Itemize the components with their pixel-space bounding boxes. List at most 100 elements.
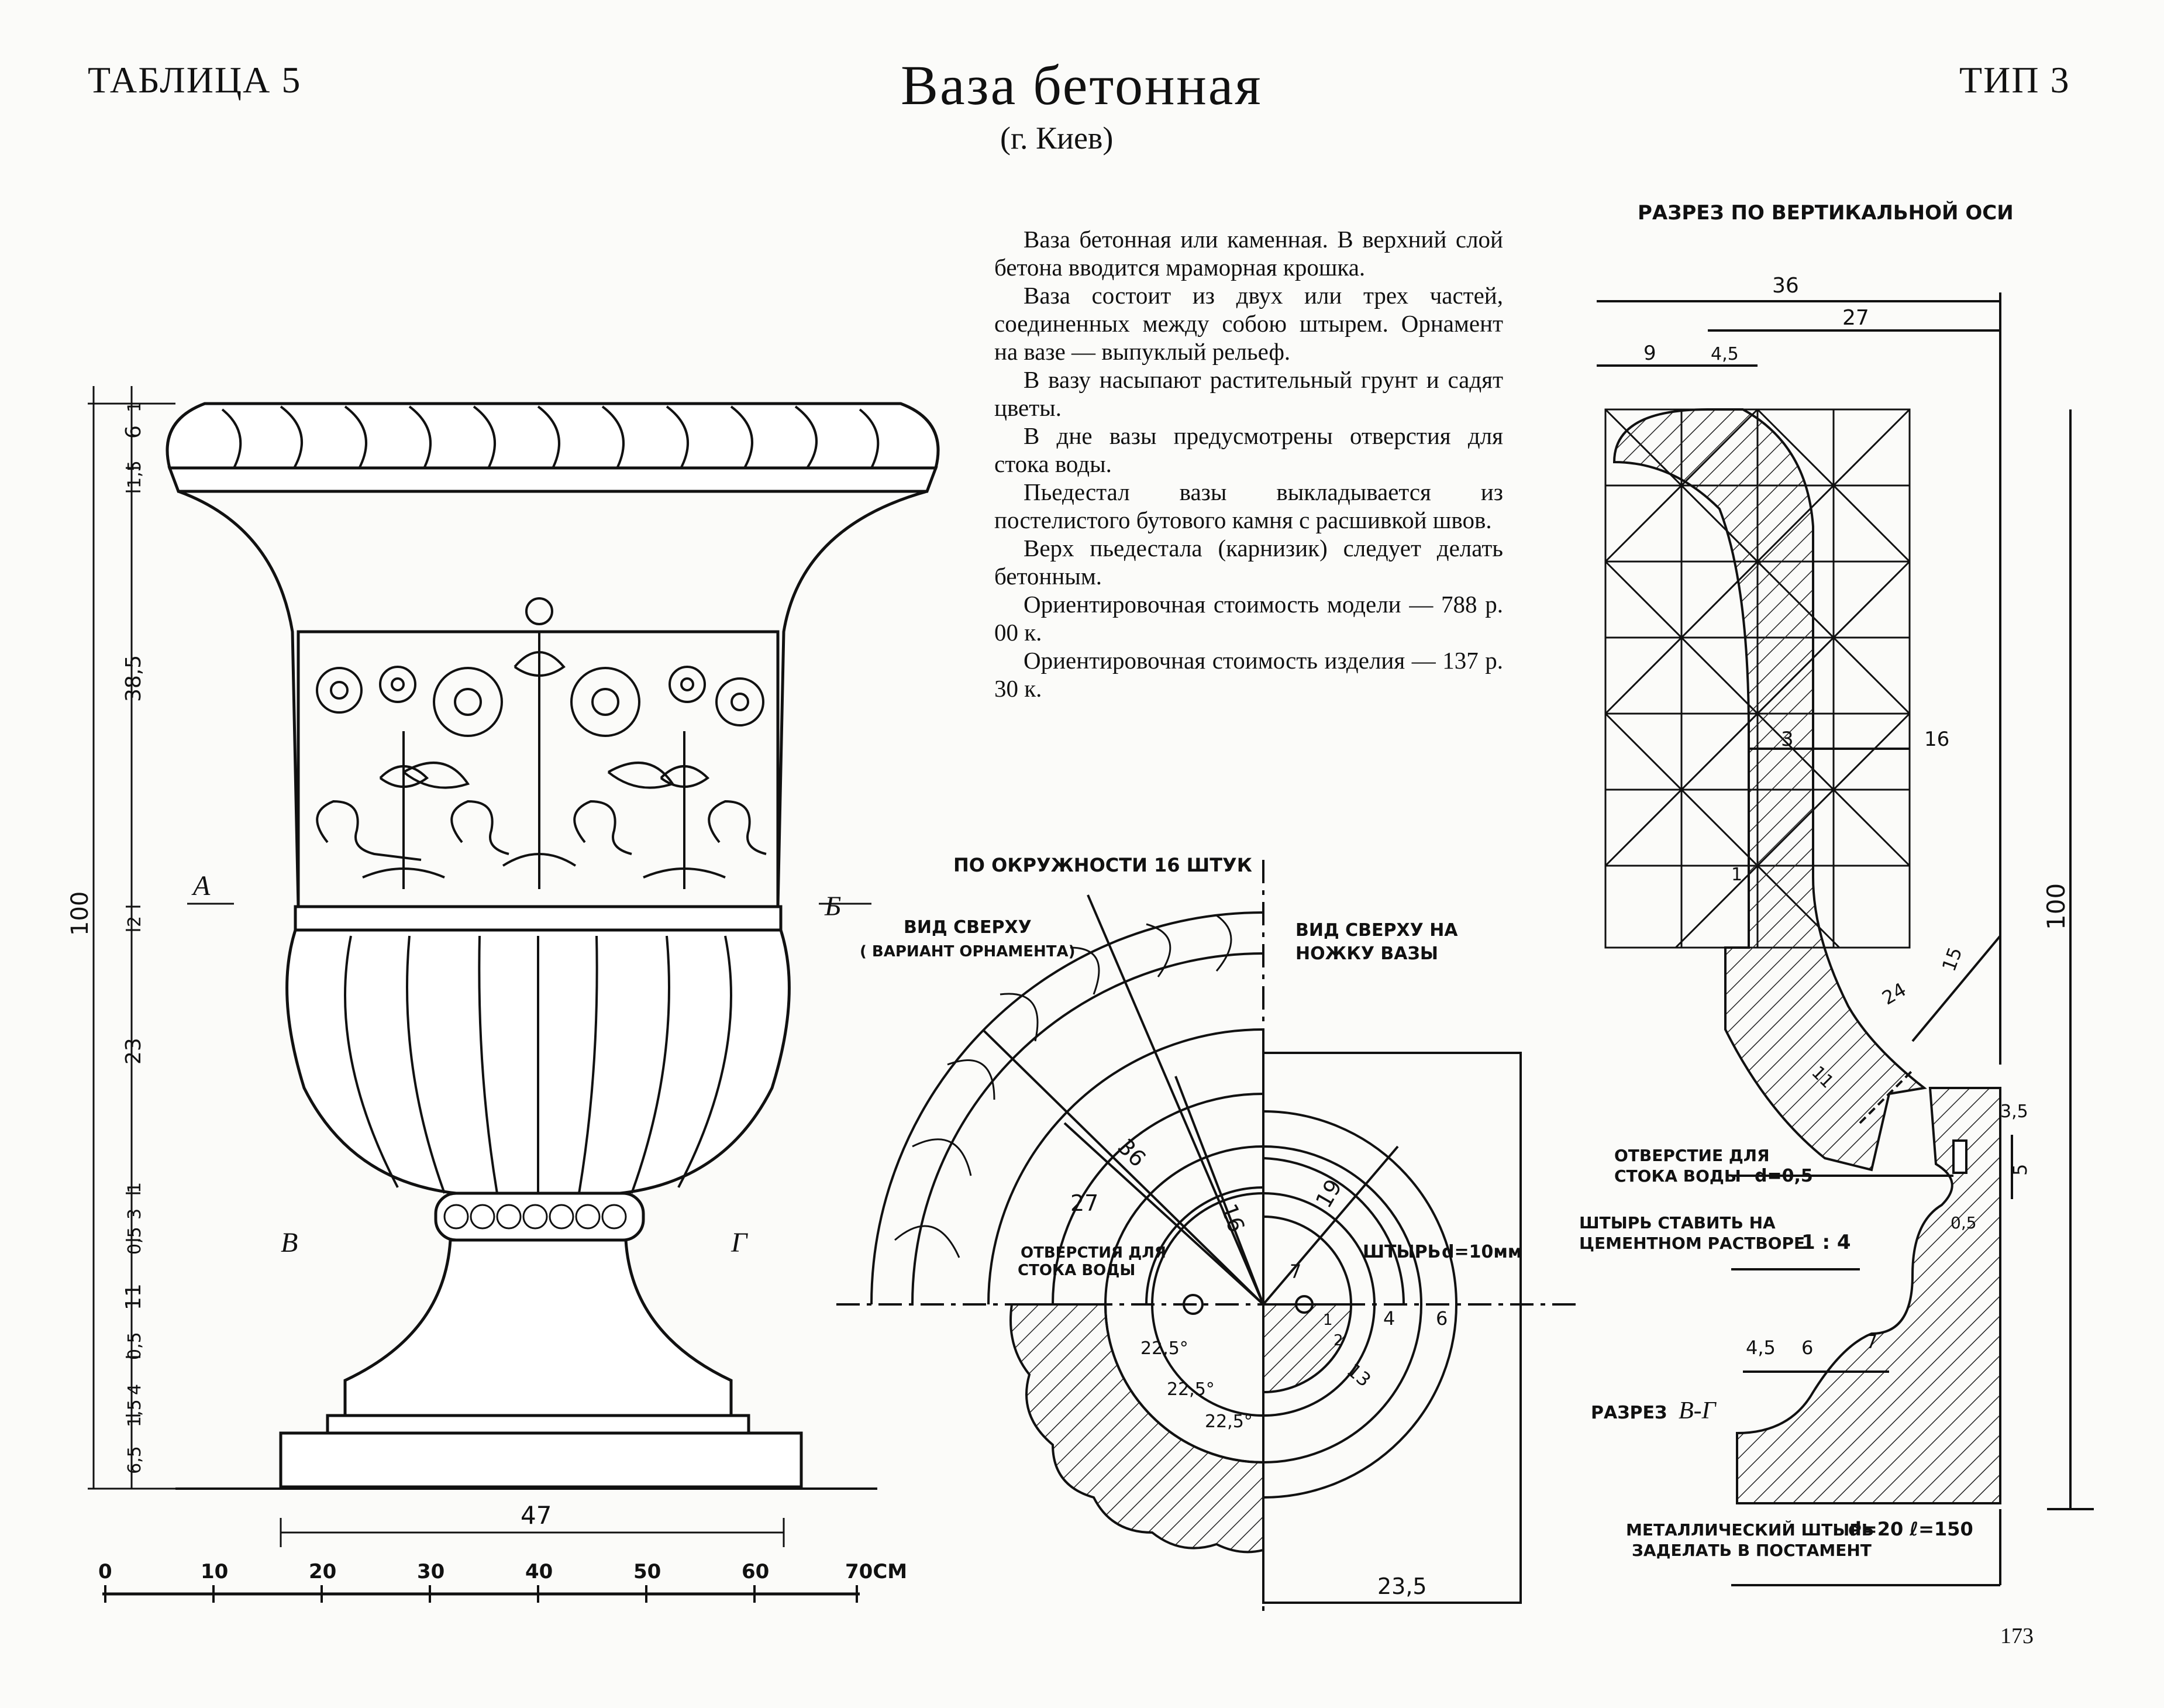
- plan-label-foot-view-1: ВИД СВЕРХУ НА: [1295, 920, 1458, 941]
- plan-dim-6: 6: [1436, 1307, 1448, 1330]
- section-dim-36: 36: [1772, 274, 1799, 298]
- plan-dim-4: 4: [1383, 1307, 1395, 1330]
- dim-6-5: 6,5: [125, 1446, 145, 1474]
- section-pin: [1952, 1139, 1967, 1174]
- plan-angle-2: 22,5°: [1167, 1379, 1215, 1400]
- scale-bar: 0 10 20 30 40 50 60 70СМ: [98, 1560, 907, 1603]
- section-label-cut-mark: В-Г: [1679, 1397, 1717, 1424]
- plan-label-drain-1: ОТВЕРСТИЯ ДЛЯ: [1021, 1244, 1166, 1262]
- pedestal-dim-7: 7: [1866, 1331, 1877, 1353]
- plan-dim-1: 1: [1323, 1311, 1333, 1329]
- pedestal-dim-6: 6: [1801, 1337, 1813, 1359]
- plan-dim-7: 7: [1290, 1261, 1301, 1283]
- scale-tick-10: 10: [201, 1560, 228, 1583]
- section-dim-16: 16: [1924, 728, 1949, 751]
- dim-2: 2: [125, 916, 145, 927]
- dim-38-5: 38,5: [122, 655, 146, 702]
- section-label-drain-d: d=0,5: [1755, 1166, 1813, 1186]
- plan-label-foot-view-2: НОЖКУ ВАЗЫ: [1295, 943, 1438, 964]
- scale-tick-60: 60: [742, 1560, 769, 1583]
- page-subtitle: (г. Киев): [1000, 120, 1114, 156]
- description-paragraph: Ваза состоит из двух или трех частей, со…: [994, 282, 1503, 365]
- vase-bowl-flare: [178, 490, 928, 908]
- scale-tick-20: 20: [309, 1560, 336, 1583]
- section-dim-0-5: 0,5: [1951, 1213, 1977, 1232]
- bead-ring: [434, 1192, 645, 1242]
- dim-0-5: 0,5: [125, 1227, 145, 1255]
- description-text: Ваза бетонная или каменная. В верхний сл…: [994, 225, 1503, 703]
- pedestal-dim-4-5: 4,5: [1746, 1337, 1776, 1359]
- page-title: Ваза бетонная: [901, 54, 1263, 116]
- plan-angle-3: 22,5°: [1205, 1411, 1253, 1432]
- dim-11: 11: [122, 1283, 146, 1310]
- beads: [443, 1204, 627, 1230]
- section-label-drain-1: ОТВЕРСТИЕ ДЛЯ: [1614, 1146, 1770, 1165]
- dim-23: 23: [122, 1038, 146, 1065]
- dim-100: 100: [67, 891, 94, 936]
- section-dim-100: 100: [2042, 883, 2070, 930]
- section-label-metal-pin-d: d=20: [1848, 1518, 1903, 1540]
- plan-label-top-view: ВИД СВЕРХУ: [904, 917, 1032, 938]
- plan-label-drain-2: СТОКА ВОДЫ: [1018, 1262, 1135, 1279]
- vase-lip: [167, 466, 938, 493]
- plan-dim-13: 13: [1343, 1359, 1376, 1391]
- dim-0-5b: 0,5: [125, 1332, 145, 1360]
- type-label: ТИП 3: [1959, 59, 2070, 101]
- description-paragraph: Пьедестал вазы выкладывается из постелис…: [994, 478, 1503, 533]
- plan-view: [836, 860, 1579, 1614]
- dim-1-5b: 1,5: [125, 1399, 145, 1427]
- plan-dim-27: 27: [1070, 1190, 1098, 1216]
- elevation-dim-labels: 6 1 1,5 38,5 2 23 1 3 0,5 11 0,5 4 1,5 6…: [67, 401, 841, 1530]
- description-paragraph: Ориентировочная стоимость модели — 788 р…: [994, 591, 1503, 646]
- scale-tick-70: 70СМ: [845, 1560, 907, 1583]
- section-title: РАЗРЕЗ ПО ВЕРТИКАЛЬНОЙ ОСИ: [1638, 201, 2014, 225]
- section-label-cut: РАЗРЕЗ: [1591, 1403, 1667, 1423]
- section-dim-27: 27: [1842, 306, 1869, 330]
- section-dim-15: 15: [1938, 944, 1967, 974]
- section-wall-hatched: [1612, 408, 1927, 1172]
- dim-1: 1: [125, 401, 145, 412]
- section-label-metal-pin-2: ЗАДЕЛАТЬ В ПОСТАМЕНТ: [1632, 1541, 1872, 1560]
- rim-gadroons: [221, 405, 880, 474]
- plan-label-variant: ( ВАРИАНТ ОРНАМЕНТА): [860, 943, 1076, 960]
- description-paragraph: Верх пьедестала (карнизик) следует делат…: [994, 535, 1503, 590]
- table-label: ТАБЛИЦА 5: [88, 59, 302, 101]
- plan-label-around: ПО ОКРУЖНОСТИ 16 ШТУК: [953, 854, 1252, 876]
- dim-1-5: 1,5: [125, 460, 145, 488]
- dim-4: 4: [125, 1384, 145, 1395]
- section-dim-24: 24: [1878, 978, 1910, 1009]
- section-label-drain-2: СТОКА ВОДЫ: [1614, 1166, 1741, 1186]
- dim-6: 6: [122, 425, 146, 439]
- plan-dim-36: 36: [1112, 1134, 1150, 1172]
- plan-label-pin: ШТЫРЬ: [1363, 1242, 1441, 1262]
- page-number: 173: [2000, 1624, 2034, 1648]
- plan-dim-2: 2: [1333, 1332, 1343, 1349]
- dim-1b: 1: [125, 1182, 145, 1193]
- section-mark-b: Б: [824, 891, 841, 922]
- section-mark-v: В: [281, 1227, 298, 1258]
- vase-rim: [166, 402, 940, 470]
- plan-labels: ПО ОКРУЖНОСТИ 16 ШТУК ВИД СВЕРХУ ( ВАРИА…: [860, 854, 1522, 1599]
- section-label-pin-2: ЦЕМЕНТНОМ РАСТВОРЕ: [1579, 1234, 1805, 1253]
- scale-tick-0: 0: [98, 1560, 112, 1583]
- vase-foot: [343, 1238, 733, 1417]
- plan-dim-23-5: 23,5: [1377, 1573, 1427, 1599]
- section-label-metal-pin-1: МЕТАЛЛИЧЕСКИЙ ШТЫРЬ: [1626, 1520, 1874, 1540]
- section-label-metal-pin-l: ℓ=150: [1909, 1518, 1973, 1540]
- pedestal-base: [279, 1431, 803, 1489]
- section-dim-5: 5: [2009, 1164, 2031, 1176]
- vase-elevation: [166, 402, 940, 1490]
- plan-leaf-ornament: [894, 914, 1232, 1258]
- section-dim-4-5: 4,5: [1711, 344, 1739, 364]
- scale-tick-50: 50: [633, 1560, 661, 1583]
- section-label-pin-ratio: 1 : 4: [1801, 1231, 1851, 1254]
- description-paragraph: В дне вазы предусмотрены отверстия для с…: [994, 422, 1503, 477]
- dim-47: 47: [521, 1501, 552, 1530]
- description-paragraph: В вазу насыпают растительный грунт и сад…: [994, 366, 1503, 421]
- section-dim-1: 1: [1731, 865, 1742, 885]
- section-dim-3: 3: [1781, 728, 1794, 751]
- dim-3: 3: [125, 1208, 145, 1220]
- plan-angle-1: 22,5°: [1140, 1338, 1188, 1359]
